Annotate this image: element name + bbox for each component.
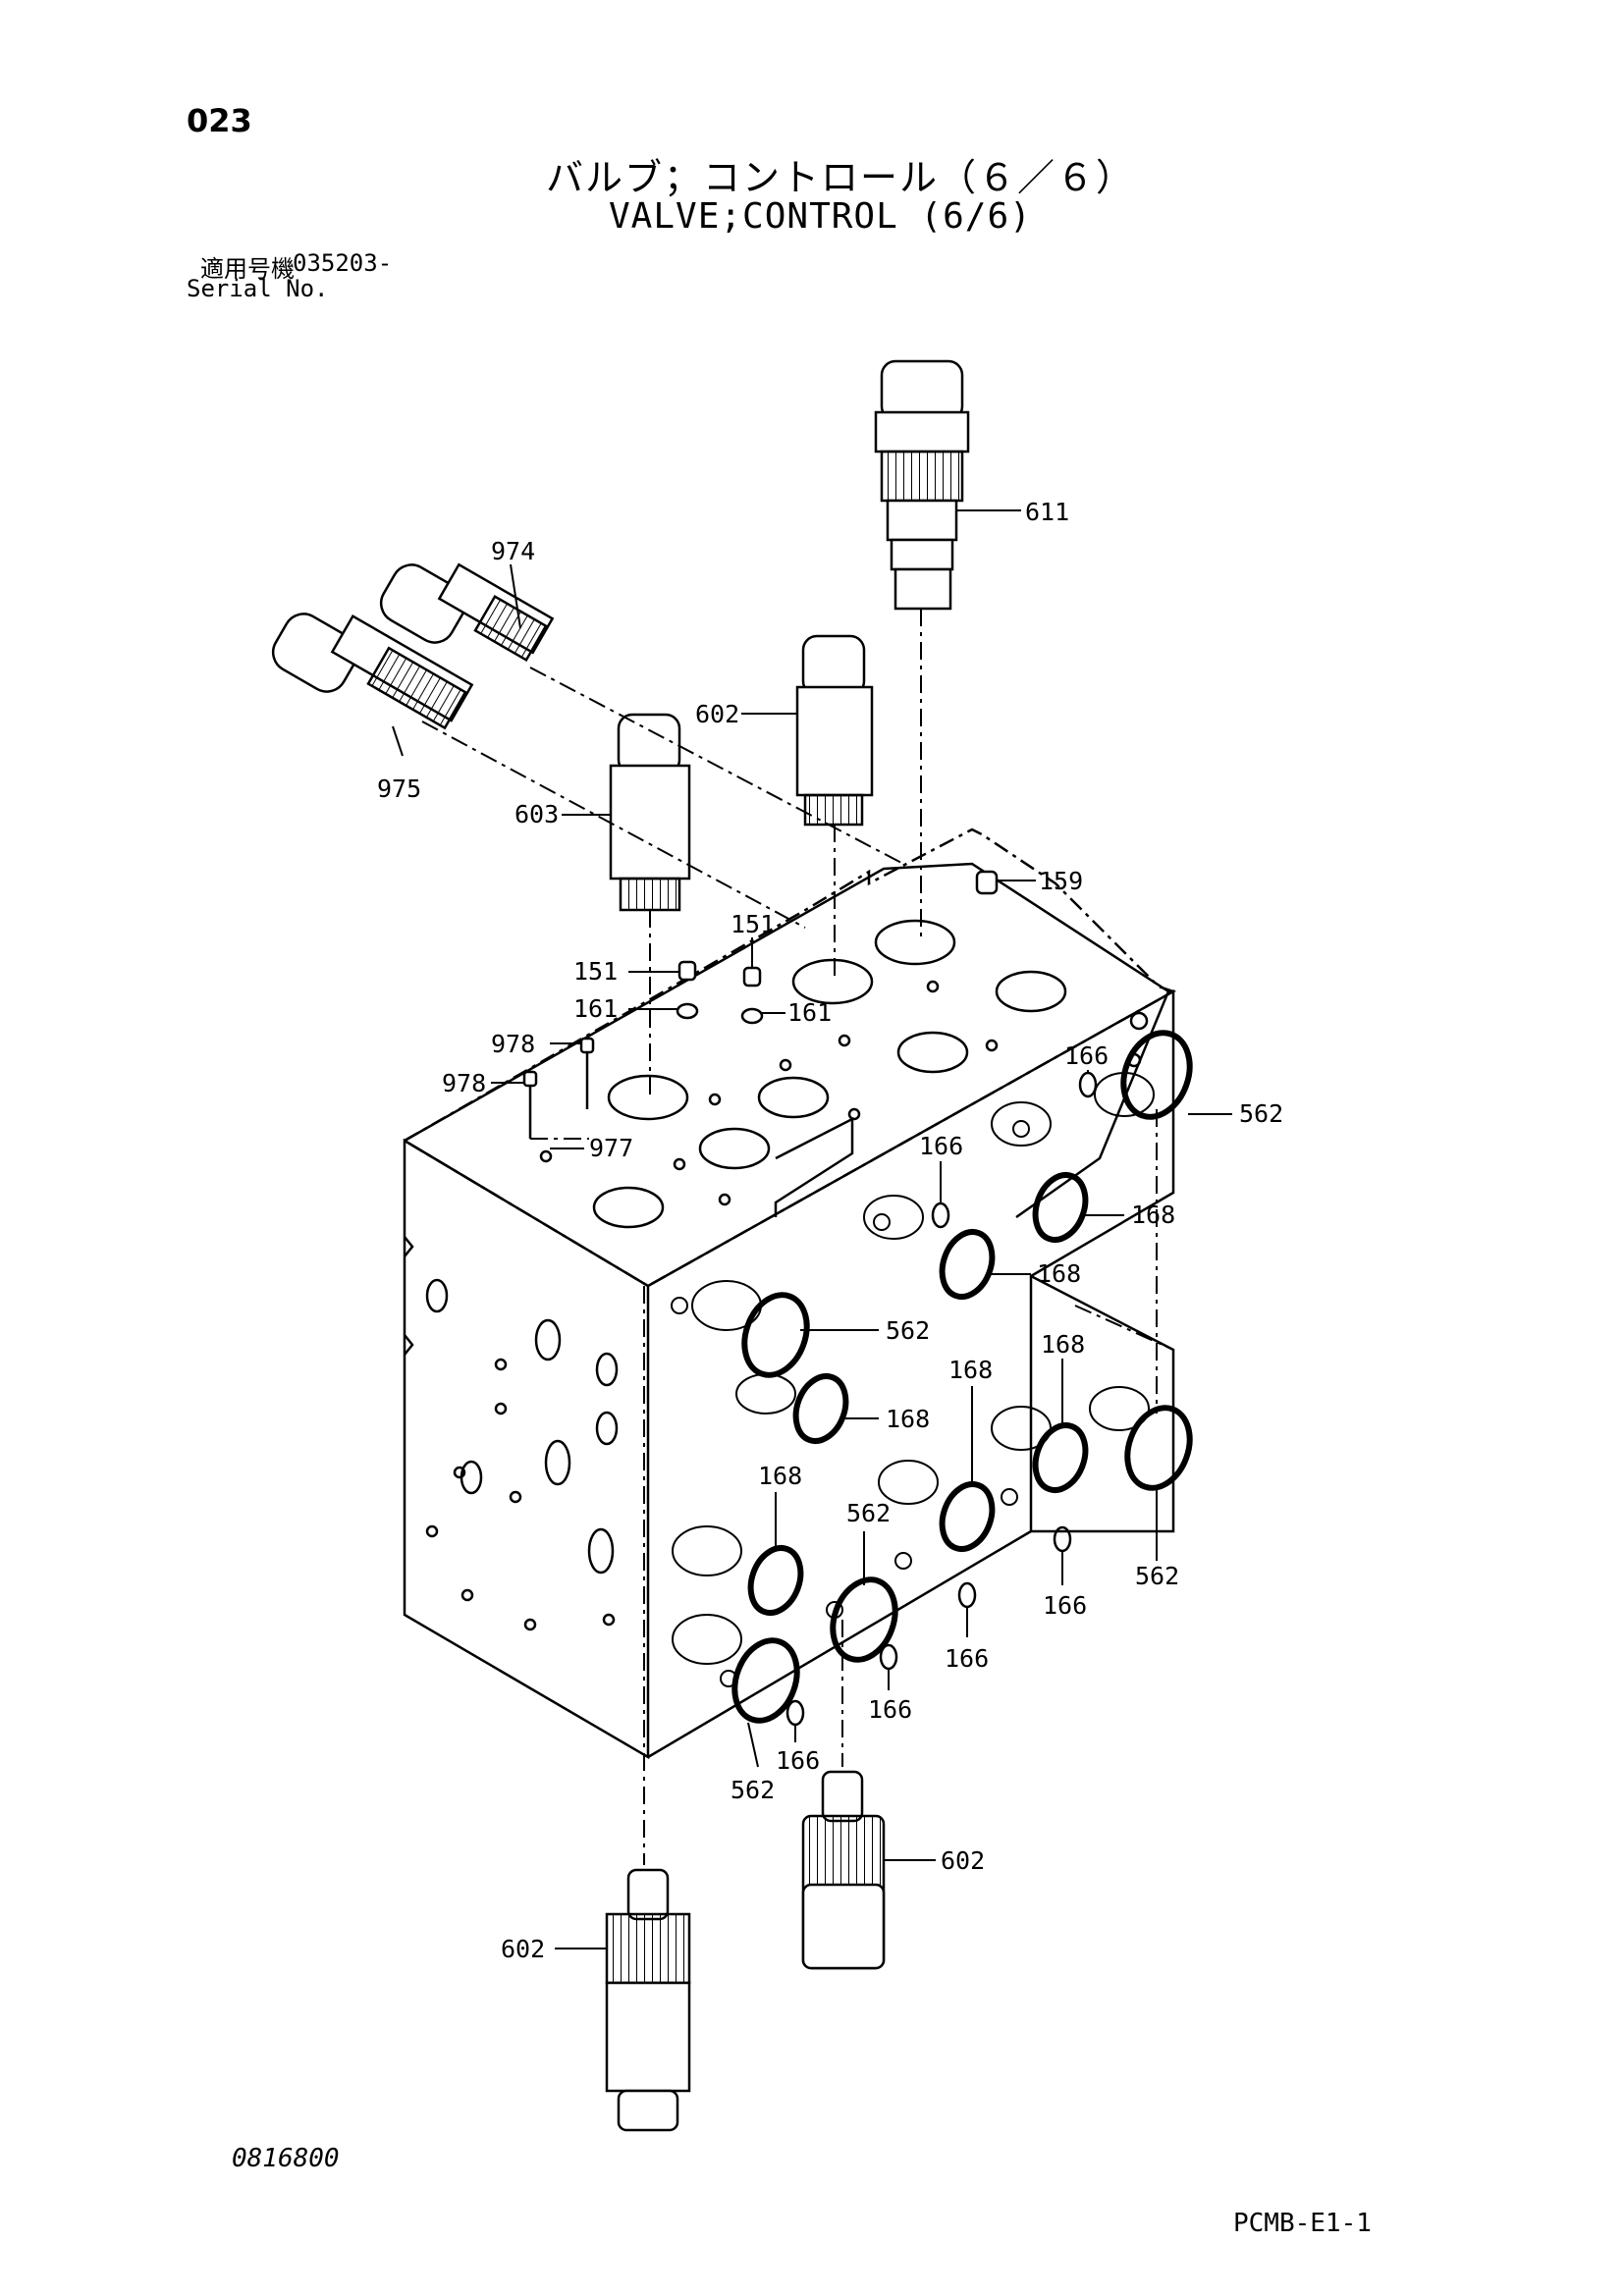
callout-562-lower-right: 562 [1135,1562,1179,1590]
callout-168-lower-left: 168 [758,1462,802,1490]
callout-166-lower-right: 166 [1043,1591,1087,1620]
page-number: 023 [187,102,252,139]
callout-168-left: 168 [886,1405,930,1433]
callout-151-left: 151 [573,957,618,986]
callout-562-left: 562 [886,1316,930,1345]
top-ports [539,919,1149,1229]
callout-974: 974 [491,537,535,565]
valve-block [402,828,1177,1760]
callout-562-bottom: 562 [731,1776,775,1804]
callout-168-right-block: 168 [1041,1330,1085,1359]
title-english: VALVE;CONTROL (6/6) [609,196,1032,237]
callout-978-upper: 978 [491,1030,535,1058]
callout-166-top: 166 [1064,1041,1109,1070]
callout-151-right: 151 [731,910,775,938]
callout-166-bottom: 166 [776,1746,820,1775]
callout-602-top: 602 [695,700,739,728]
callout-166-lower-left: 166 [868,1695,912,1724]
callout-168-upper-mid: 168 [1037,1259,1081,1288]
callout-975: 975 [377,774,421,803]
cartridge-602-bottom [605,1868,691,2132]
leader-lines [392,509,1232,1949]
callout-611: 611 [1025,498,1069,526]
plugs-and-pins [522,870,999,1139]
cartridge-602-right [801,1770,886,1970]
serial-number: 035203- [293,249,393,277]
cartridge-603 [609,713,691,912]
assembly-center-lines [421,609,1174,1865]
callout-166-lower-mid: 166 [945,1644,989,1673]
cartridge-611 [874,359,970,611]
callout-161-right: 161 [787,998,832,1027]
bolt-975 [271,613,474,730]
serial-label-japanese: 適用号機 [200,255,295,283]
callout-562-lower-mid: 562 [846,1499,891,1527]
callout-168-upper-right: 168 [1131,1201,1175,1229]
serial-label-english: Serial No. [187,275,329,302]
callout-168-center: 168 [948,1356,993,1384]
o-rings [731,1030,1193,1724]
left-face-ports [425,1278,619,1631]
callout-978-lower: 978 [442,1069,486,1097]
cartridge-602-top [795,634,874,827]
callout-977: 977 [589,1134,633,1162]
callout-161-left: 161 [573,994,618,1023]
callout-labels: 611 974 602 975 603 159 151 151 161 161 … [377,498,1283,1963]
callout-603: 603 [514,800,559,828]
title-japanese: バルブ；コントロール（６／６） [546,156,1136,199]
bolt-974 [379,562,555,663]
callout-602-bottom: 602 [501,1935,545,1963]
callout-602-right: 602 [941,1846,985,1875]
callout-159: 159 [1039,867,1083,895]
page-code: PCMB-E1-1 [1233,2209,1372,2238]
callout-562-top: 562 [1239,1099,1283,1128]
callout-166-mid: 166 [919,1132,963,1160]
drawing-number: 0816800 [232,2144,340,2173]
